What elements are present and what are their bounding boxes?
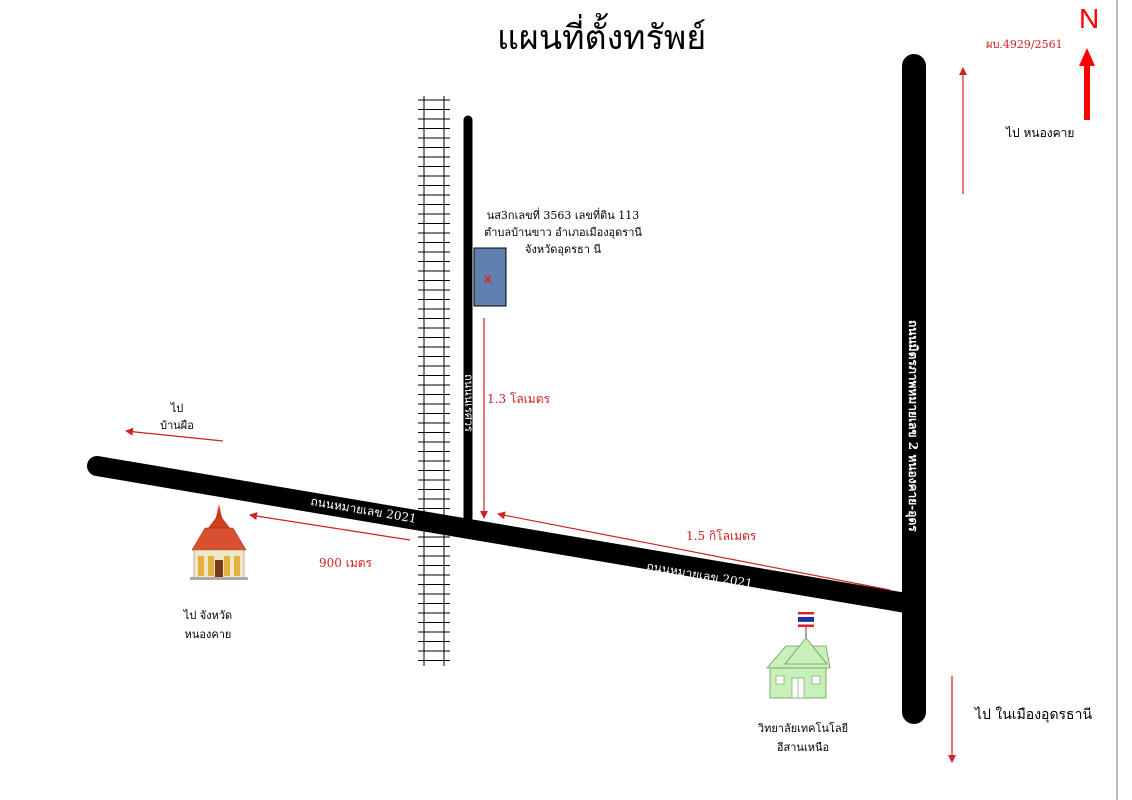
property-line-2: ตำบลบ้านขาว อำเภอเมืองอุดรานี [484, 226, 642, 239]
to-udon-city: ไป ในเมืองอุดรธานี [975, 707, 1093, 723]
side-road-label: ถนนนเรศวร [462, 374, 475, 432]
north-arrow-icon [1079, 48, 1095, 120]
to-ban-phue-line-1: ไป [170, 402, 184, 415]
arrow-1-5km [497, 511, 891, 591]
map-title: แผนที่ตั้งทรัพย์ [497, 18, 707, 58]
to-nong-khai-province: ไป จังหวัด หนองคาย [168, 606, 248, 644]
page-edge [1116, 0, 1118, 800]
to-ban-phue-line-2: บ้านผือ [160, 419, 194, 432]
arrow-ban-phue [125, 427, 224, 442]
college-building-icon [766, 637, 831, 699]
railway-track [418, 96, 450, 666]
property-description: นส3กเลขที่ 3563 เลขที่ดิน 113 ตำบลบ้านขา… [478, 207, 648, 258]
college-line-2: อีสานเหนือ [776, 741, 830, 754]
distance-1-3km: 1.3 โลเมตร [487, 392, 550, 406]
to-ban-phue: ไป บ้านผือ [150, 400, 204, 434]
property-line-1: นส3กเลขที่ 3563 เลขที่ดิน 113 [486, 209, 640, 222]
college-line-1: วิทยาลัยเทคโนโลยี [757, 722, 849, 735]
north-label: N [1079, 3, 1100, 34]
to-nong-khai-province-line-1: ไป จังหวัด [183, 609, 233, 622]
main-road-2021 [87, 456, 922, 614]
property-line-3: จังหวัดอุดรธา นี [525, 243, 601, 256]
arrow-900m [249, 512, 411, 541]
to-nong-khai-province-line-2: หนองคาย [184, 628, 232, 641]
reference-code: ผบ.4929/2561 [986, 38, 1063, 51]
distance-1-5km: 1.5 กิโลเมตร [686, 529, 757, 543]
distance-900m: 900 เมตร [319, 556, 372, 570]
temple-icon [190, 504, 248, 580]
highway-label: ถนนมิตรภาพหมายเลข 2 หนองคาย-อุดร [905, 320, 920, 532]
to-nong-khai-north: ไป หนองคาย [1006, 126, 1075, 140]
property-marker: x [484, 270, 492, 286]
college-label: วิทยาลัยเทคโนโลยี อีสานเหนือ [747, 719, 859, 757]
property-plot [473, 247, 507, 307]
